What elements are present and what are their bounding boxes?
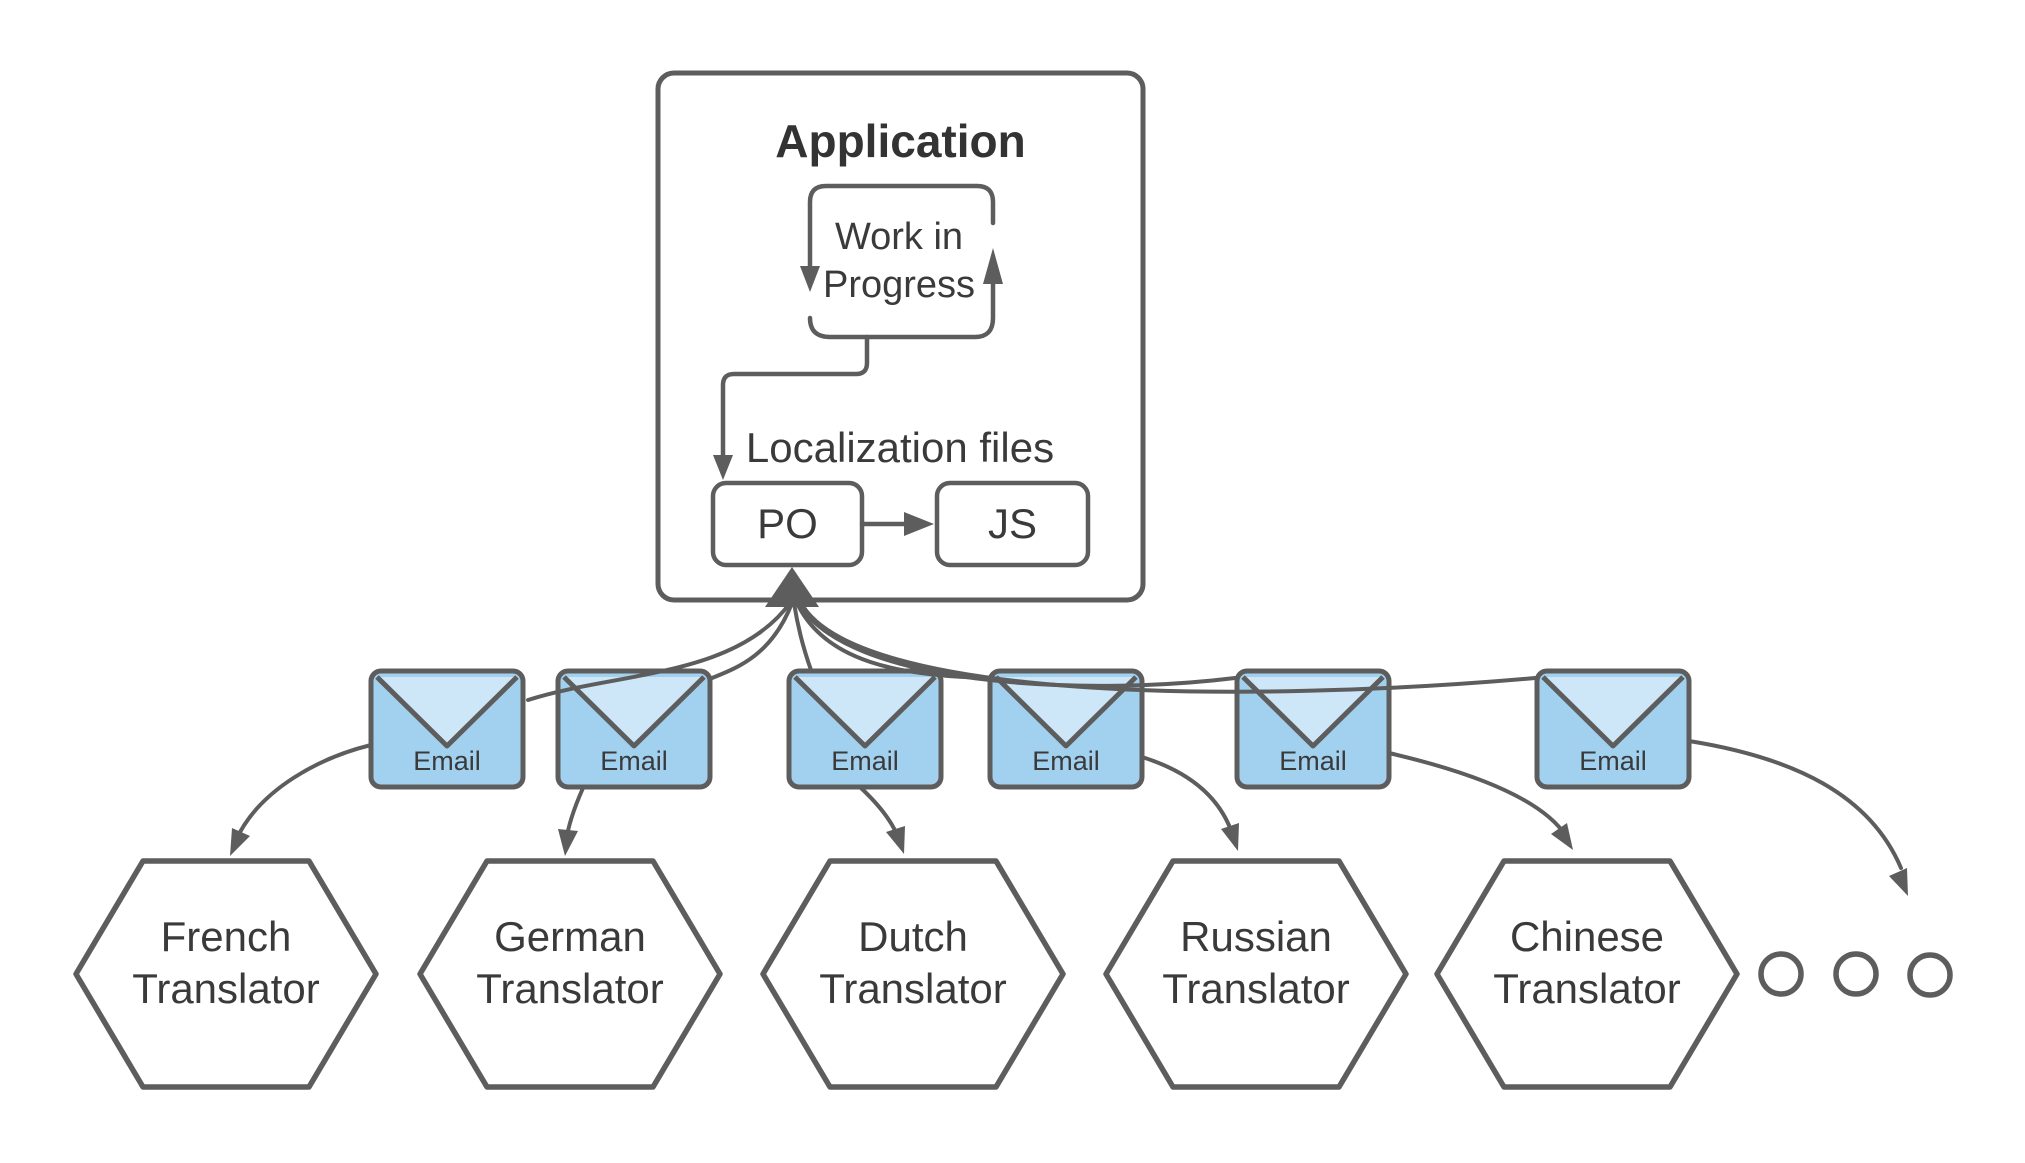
german-translator-label: German Translator [476, 913, 664, 1012]
email-label: Email [1032, 746, 1100, 776]
edge-email1-to-application [526, 601, 792, 702]
edge-email3-to-application [792, 601, 813, 672]
edge-wip-to-po [720, 334, 870, 459]
email-icon [368, 668, 526, 790]
hexagon-dutch-translator [760, 858, 1066, 1090]
arrowhead-to-russian [1221, 823, 1239, 851]
email-icon-flap [1541, 675, 1685, 749]
edge-wip-cycle-in [807, 183, 996, 269]
arrowhead-to-german [558, 829, 578, 856]
edge-email4-to-application [795, 601, 990, 680]
edge-layer [234, 183, 1903, 870]
hexagon-russian-translator [1103, 858, 1409, 1090]
edge-email5-to-chinese [1387, 751, 1568, 838]
hexagon-french-translator [73, 858, 379, 1090]
localization-files-label: Localization files [745, 424, 1055, 471]
hexagon-german-translator [417, 858, 723, 1090]
chinese-translator-label: Chinese Translator [1493, 913, 1681, 1012]
arrowhead-wip-to-po [713, 455, 733, 480]
email-label: Email [831, 746, 899, 776]
email-icon [1234, 668, 1392, 790]
edge-email6-to-others [1687, 739, 1903, 870]
email-icon [1534, 668, 1692, 790]
js-file-label: JS [987, 500, 1037, 547]
arrowhead-emails-to-application [765, 567, 819, 607]
po-file-label: PO [757, 500, 818, 547]
hexagon-chinese-translator [1434, 858, 1740, 1090]
email-icon-flap [562, 675, 706, 749]
application-title: Application [775, 115, 1026, 167]
js-box [934, 480, 1091, 568]
arrowhead-wip-out [983, 248, 1003, 284]
edge-email2-to-application [710, 601, 794, 680]
email-icon [987, 668, 1145, 790]
arrowhead-to-dutch [886, 826, 905, 854]
arrowhead-layer [230, 248, 1908, 896]
dutch-translator-label: Dutch Translator [819, 913, 1007, 1012]
email-label: Email [1579, 746, 1647, 776]
arrowhead-po-to-js [904, 512, 934, 536]
edge-email6-to-application [799, 601, 1537, 694]
ellipsis-dot [1833, 951, 1879, 997]
email-label: Email [413, 746, 481, 776]
arrowhead-wip-in [800, 266, 820, 292]
russian-translator-label: Russian Translator [1162, 913, 1350, 1012]
ellipsis-dot [1758, 951, 1804, 997]
email-label: Email [600, 746, 668, 776]
email-icon [786, 668, 944, 790]
arrowhead-to-chinese [1551, 823, 1573, 850]
email-icon-flap [1241, 675, 1385, 749]
email-icon-flap [375, 675, 519, 749]
shape-layer [73, 70, 1953, 1090]
email-icon-flap [793, 675, 937, 749]
arrowhead-to-others [1889, 868, 1908, 896]
edge-email4-to-russian [1140, 755, 1235, 838]
email-label: Email [1279, 746, 1347, 776]
edge-email5-to-application [797, 601, 1237, 688]
email-icon [555, 668, 713, 790]
work-in-progress-label: Work in Progress [822, 216, 976, 306]
ellipsis-dot [1907, 952, 1953, 998]
french-translator-label: French Translator [132, 913, 320, 1012]
email-icon-flap [994, 675, 1138, 749]
edge-wip-cycle-out [807, 281, 996, 340]
arrowhead-to-french [230, 828, 250, 856]
edge-email1-to-french [234, 743, 373, 842]
